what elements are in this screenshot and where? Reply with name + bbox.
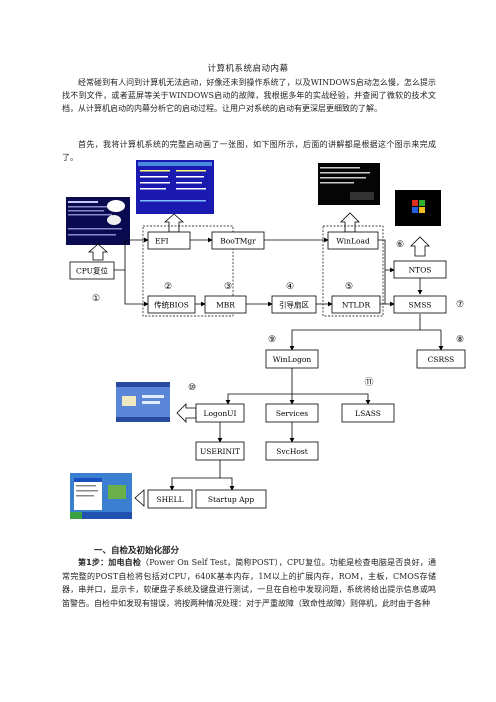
desktop-thumbnail [70,473,132,519]
marker-5: ⑤ [345,282,353,292]
svg-text:NTOS: NTOS [409,266,432,275]
svg-text:CSRSS: CSRSS [428,355,455,364]
node-svchost: SvcHost [265,441,319,461]
svg-text:EFI: EFI [155,237,169,246]
node-ntldr: NTLDR [331,295,381,314]
node-services: Services [265,403,319,423]
bootmenu-screen-arrow [340,212,360,233]
svg-text:WinLoad: WinLoad [336,237,370,246]
logon-screen-thumbnail [116,382,170,422]
node-lsass: LSASS [341,403,395,423]
svg-text:Services: Services [276,409,308,418]
svg-text:LSASS: LSASS [355,409,381,418]
bios-screen-arrow [163,213,185,233]
splash-screen-arrow [410,236,430,257]
svg-text:NTLDR: NTLDR [342,301,371,310]
svg-text:SvcHost: SvcHost [276,447,308,456]
svg-text:传统BIOS: 传统BIOS [154,300,189,310]
windows-splash-thumbnail [395,190,441,226]
marker-2: ② [164,282,172,292]
step1-label: 第1步：加电自检 [78,558,142,567]
node-cpu-reset: CPU复位 [69,261,115,280]
node-shell: SHELL [147,489,193,509]
desktop-screen-arrow [134,489,145,507]
marker-7: ⑦ [456,300,464,310]
node-boot-sector: 引导扇区 [271,295,317,314]
marker-11: ⑪ [364,377,373,388]
node-mbr: MBR [204,295,247,314]
intro-paragraph: 经常碰到有人问到计算机无法启动，好像还未到操作系统了，以及WINDOWS启动怎么… [62,78,436,114]
svg-text:SMSS: SMSS [409,301,432,310]
step1-paragraph: 第1步：加电自检（Power On Self Test，简称POST），CPU复… [62,556,436,610]
node-smss: SMSS [393,295,447,314]
firmware-region [142,225,234,317]
marker-3: ③ [224,282,232,292]
node-bootmgr: BooTMgr [211,231,265,250]
svg-text:CPU复位: CPU复位 [76,266,108,276]
marker-6: ⑥ [396,240,404,250]
marker-8: ⑧ [456,335,464,345]
node-userinit: USERINIT [195,441,245,461]
svg-text:WinLogon: WinLogon [273,355,312,364]
section-heading: 一、自检及初始化部分 [94,546,180,556]
node-winlogon: WinLogon [265,349,319,369]
svg-text:Startup App: Startup App [208,495,254,504]
node-legacy-bios: 传统BIOS [147,295,196,314]
svg-text:LogonUI: LogonUI [204,409,237,418]
svg-text:BooTMgr: BooTMgr [220,237,256,246]
node-logonui: LogonUI [195,403,245,423]
marker-4: ④ [286,282,294,292]
marker-9: ⑨ [268,335,276,345]
svg-text:引导扇区: 引导扇区 [279,300,309,310]
bios-setup-thumbnail [136,160,214,214]
svg-text:MBR: MBR [216,301,235,310]
boot-menu-thumbnail [318,163,380,205]
doc-title: 计算机系统启动内幕 [207,64,289,74]
marker-10: ⑩ [188,383,196,393]
node-startup-app: Startup App [195,489,267,509]
post-screen-thumbnail [66,197,130,245]
loader-region [322,225,384,317]
step1-text: （Power On Self Test，简称POST），CPU复位。功能是检查电… [62,558,436,608]
logon-screen-arrow [176,403,197,423]
post-screen-arrow [87,243,109,261]
node-winload: WinLoad [327,231,379,250]
node-csrss: CSRSS [416,349,466,369]
node-efi: EFI [147,231,191,250]
node-ntos: NTOS [393,260,447,279]
svg-text:SHELL: SHELL [156,495,183,504]
svg-text:USERINIT: USERINIT [200,447,240,456]
marker-1: ① [92,294,100,304]
diagram-intro-paragraph: 首先，我将计算机系统的完整启动画了一张图，如下图所示，后面的讲解都是根据这个图示… [62,140,436,163]
